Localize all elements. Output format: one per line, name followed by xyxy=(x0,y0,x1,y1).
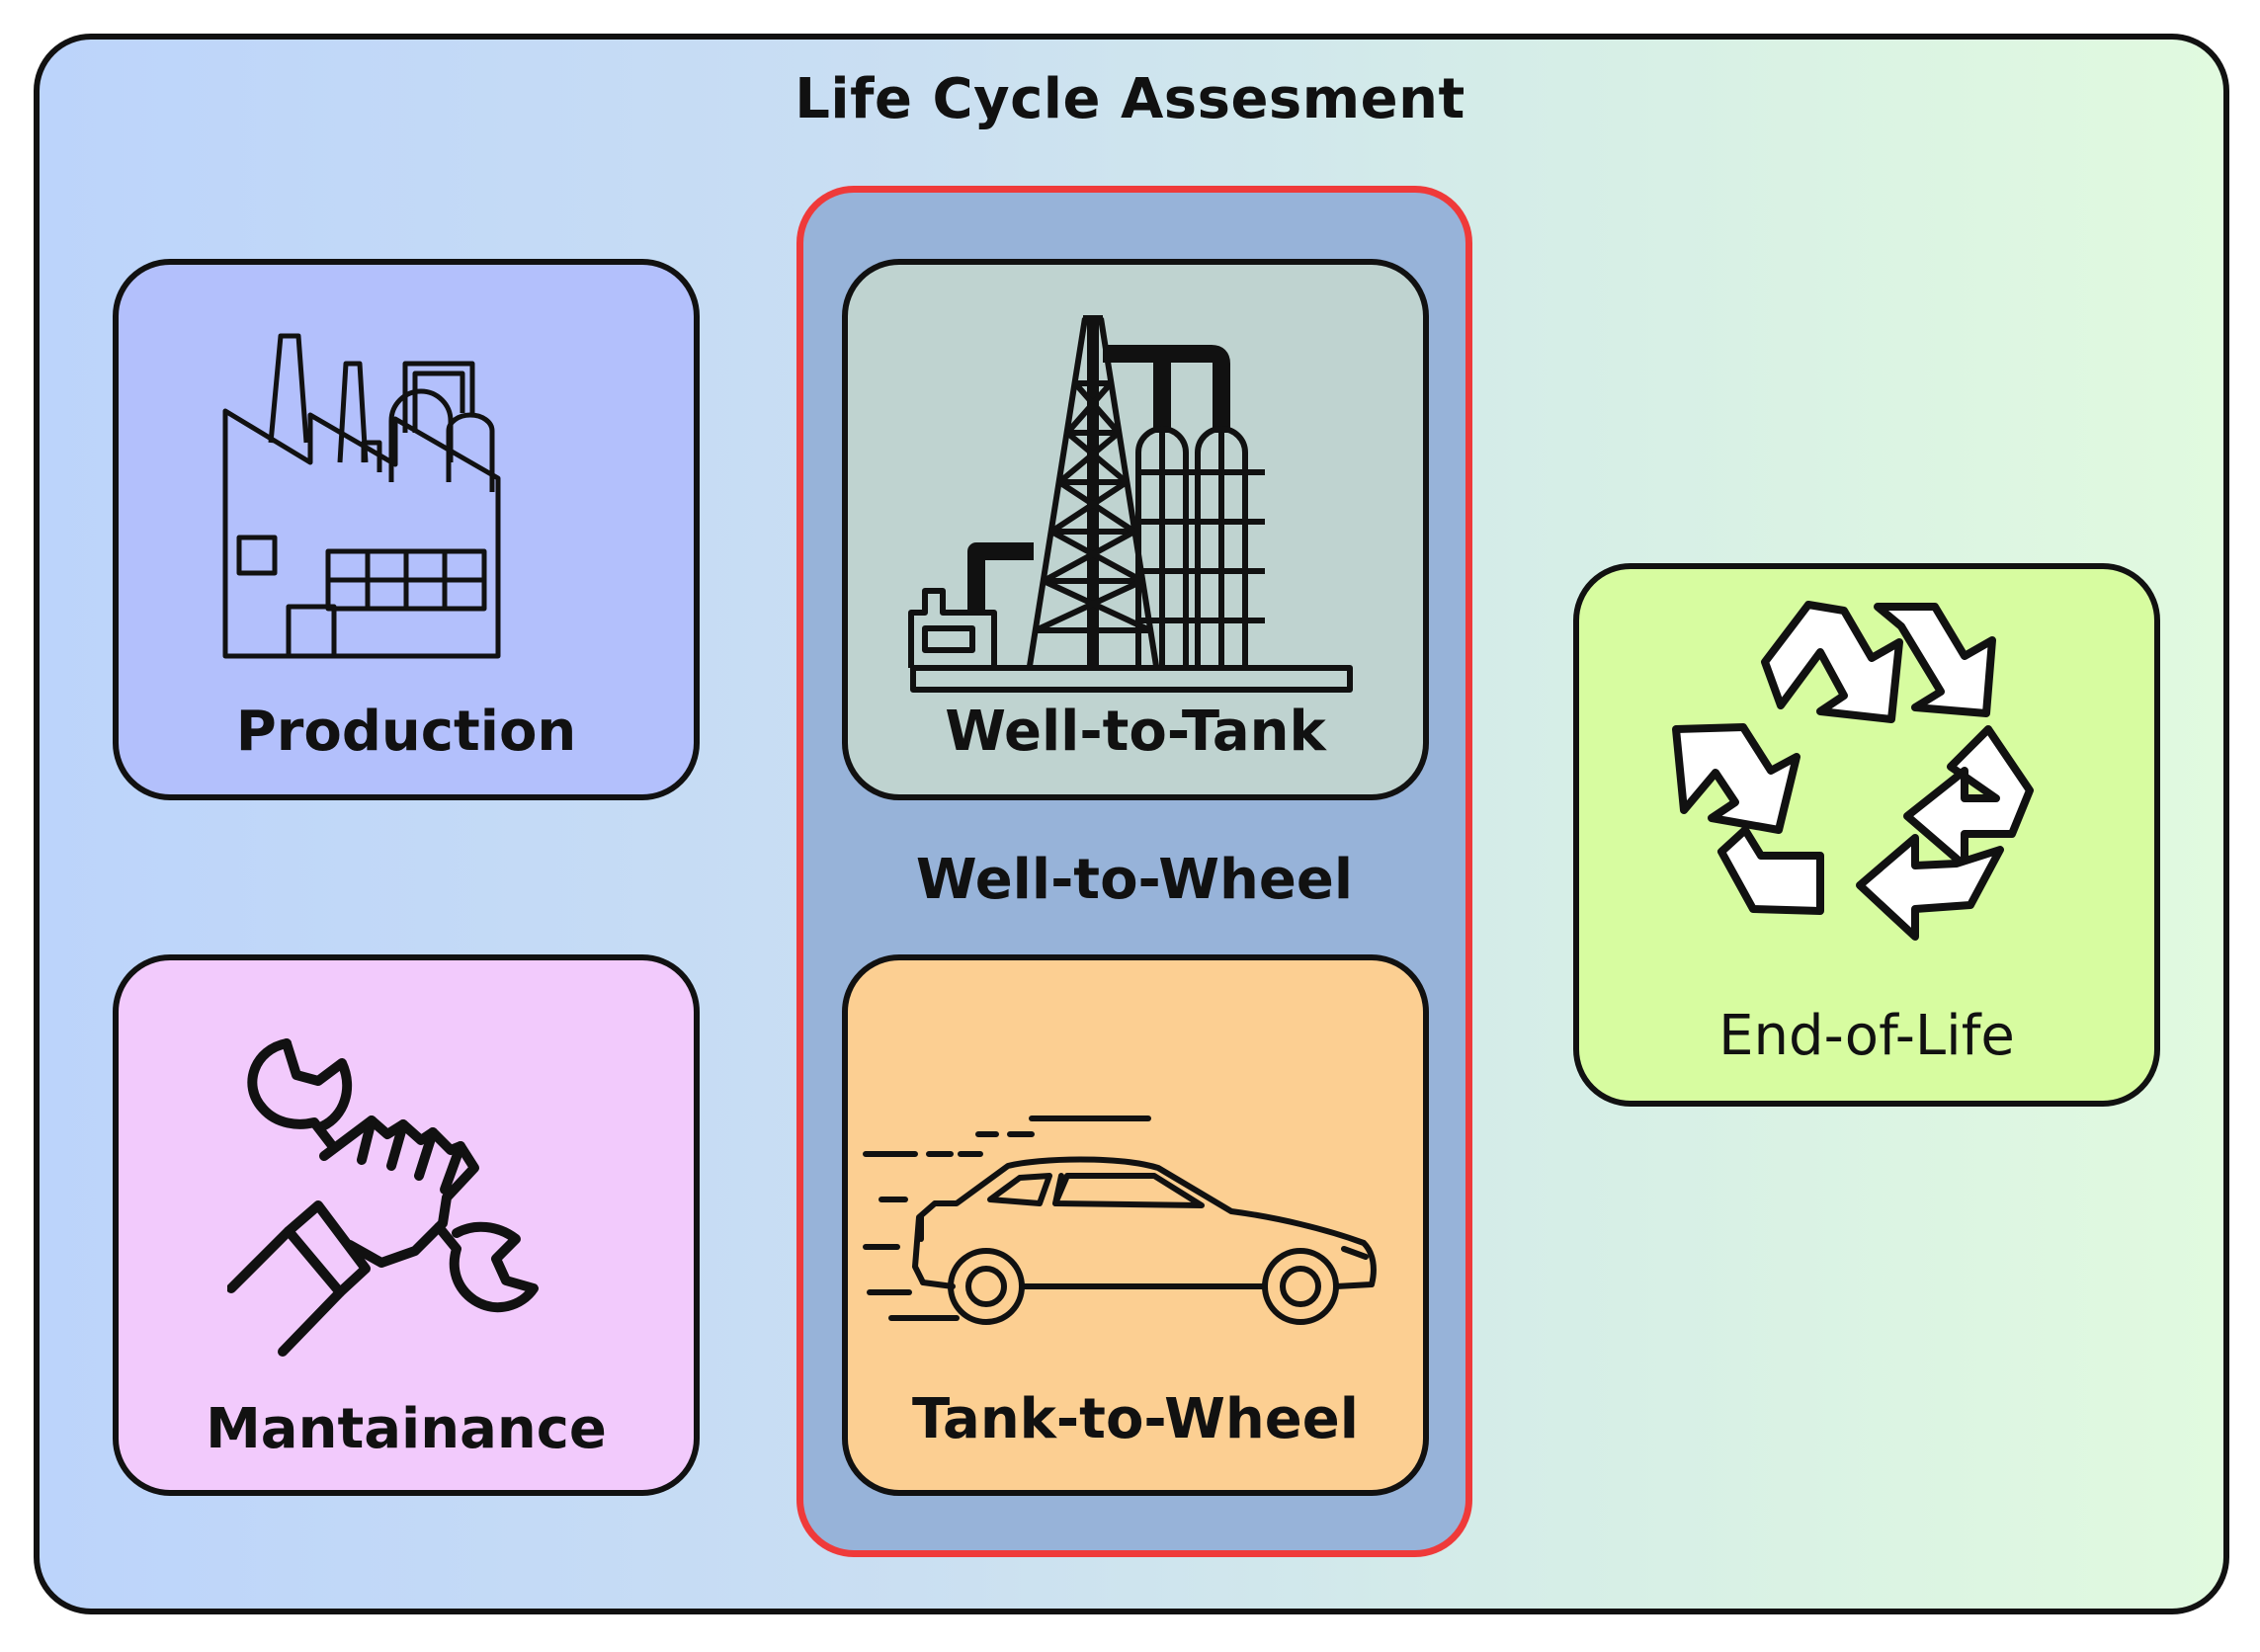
well-to-tank-box: Well-to-Tank xyxy=(842,259,1429,800)
factory-icon xyxy=(222,333,501,659)
car-icon xyxy=(863,1115,1377,1325)
production-box: Production xyxy=(113,259,700,800)
well-to-tank-label: Well-to-Tank xyxy=(945,700,1326,764)
end-of-life-box: End-of-Life xyxy=(1573,563,2160,1107)
recycle-icon xyxy=(1672,601,2034,941)
maintenance-label: Mantainance xyxy=(206,1397,607,1461)
production-label: Production xyxy=(235,700,577,764)
wrench-hand-icon xyxy=(227,1038,539,1357)
well-to-wheel-label: Well-to-Wheel xyxy=(915,848,1354,912)
tank-to-wheel-box: Tank-to-Wheel xyxy=(842,954,1429,1496)
end-of-life-label: End-of-Life xyxy=(1718,1004,2015,1068)
oil-refinery-icon xyxy=(908,315,1353,693)
diagram-title: Life Cycle Assesment xyxy=(795,67,1465,131)
maintenance-box: Mantainance xyxy=(113,954,700,1496)
tank-to-wheel-label: Tank-to-Wheel xyxy=(912,1387,1359,1451)
